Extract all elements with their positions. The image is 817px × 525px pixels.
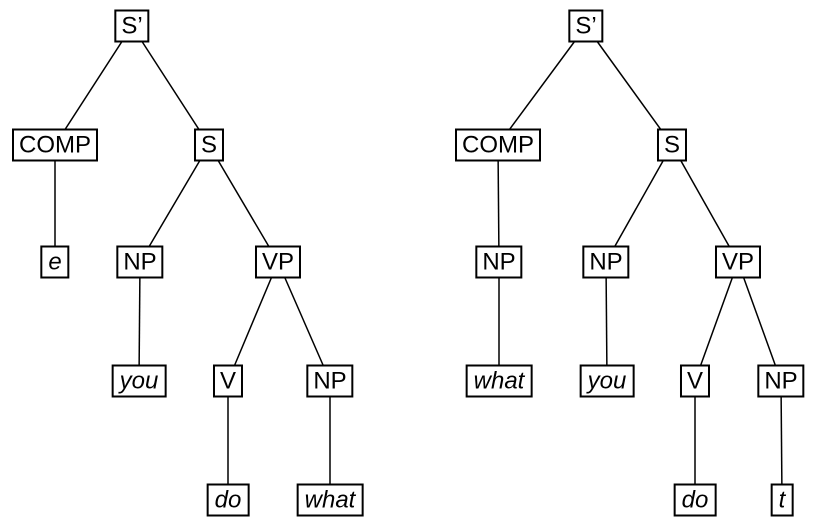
tree-node-left-s-bar: S’ bbox=[114, 9, 150, 43]
tree-edge-right-np-subj-you bbox=[605, 261, 608, 382]
tree-node-left-comp: COMP bbox=[12, 128, 98, 162]
tree-node-left-vp: VP bbox=[254, 245, 302, 279]
tree-node-right-what: what bbox=[465, 364, 533, 398]
tree-node-right-np-subj: NP bbox=[582, 245, 630, 279]
tree-node-right-np-obj: NP bbox=[757, 364, 805, 398]
tree-edge-right-vp-np-obj bbox=[737, 261, 782, 382]
tree-edge-right-s-vp bbox=[671, 144, 739, 263]
tree-edge-right-np-obj-t bbox=[780, 380, 783, 501]
tree-node-right-comp: COMP bbox=[455, 128, 541, 162]
tree-node-left-s: S bbox=[193, 128, 225, 162]
tree-node-right-do: do bbox=[673, 483, 717, 517]
tree-edge-left-s-vp bbox=[208, 144, 279, 263]
tree-node-right-np-wh: NP bbox=[475, 245, 523, 279]
tree-node-left-do: do bbox=[206, 483, 250, 517]
tree-node-left-v: V bbox=[212, 364, 244, 398]
tree-node-right-v: V bbox=[679, 364, 711, 398]
tree-node-right-s: S bbox=[656, 128, 688, 162]
tree-node-right-t: t bbox=[770, 483, 794, 517]
tree-node-left-what: what bbox=[296, 483, 364, 517]
tree-edge-left-vp-np-obj bbox=[277, 261, 331, 382]
tree-node-left-np-obj: NP bbox=[306, 364, 354, 398]
tree-edge-left-np-subj-you bbox=[138, 261, 141, 382]
tree-edge-right-comp-np-wh bbox=[497, 144, 500, 263]
tree-node-right-you: you bbox=[579, 364, 635, 398]
tree-edge-right-vp-v bbox=[694, 261, 739, 382]
tree-edge-left-vp-v bbox=[227, 261, 279, 382]
tree-edge-right-s-bar-comp bbox=[497, 25, 587, 146]
tree-node-left-e: e bbox=[40, 245, 70, 279]
tree-edge-left-s-bar-comp bbox=[54, 25, 133, 146]
tree-node-right-s-bar: S’ bbox=[568, 9, 604, 43]
tree-edge-right-s-np-subj bbox=[605, 144, 673, 263]
tree-edge-right-s-bar-s bbox=[585, 25, 673, 146]
tree-edge-left-s-np-subj bbox=[139, 144, 210, 263]
tree-node-left-you: you bbox=[111, 364, 167, 398]
tree-edge-left-s-bar-s bbox=[131, 25, 210, 146]
tree-node-right-vp: VP bbox=[714, 245, 762, 279]
tree-node-left-np-subj: NP bbox=[116, 245, 164, 279]
